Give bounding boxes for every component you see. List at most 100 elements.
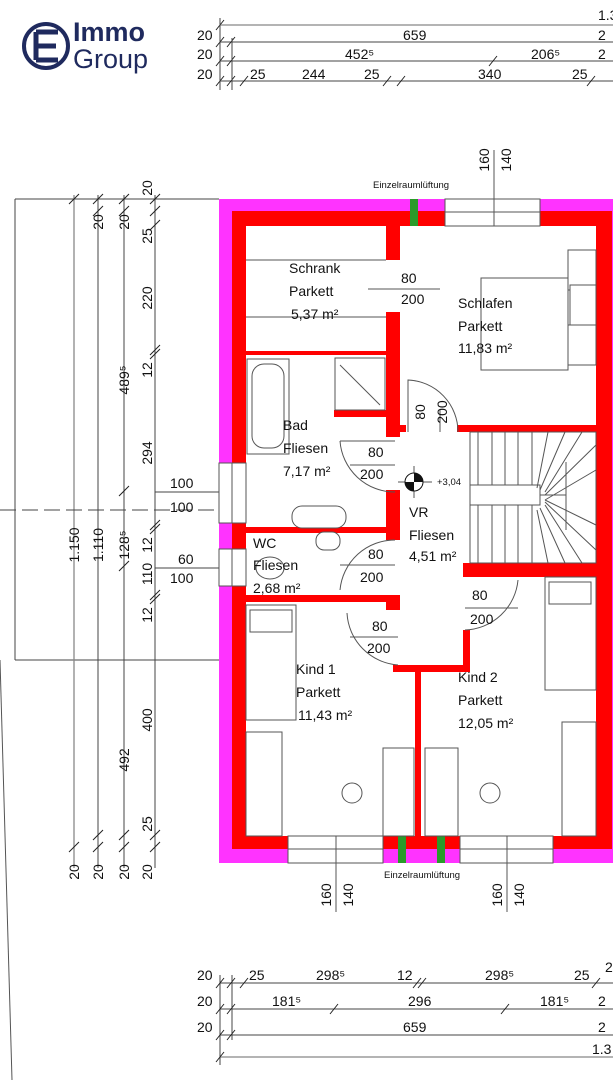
dim-label: 20 [197, 1019, 213, 1035]
room-name: Bad [283, 417, 308, 433]
dim-label: 2 [598, 27, 606, 43]
dim-label: 2 [598, 993, 606, 1009]
door-width: 80 [412, 404, 428, 420]
opening-a: 160 [489, 883, 505, 907]
vent-label-top: Einzelraumlüftung [373, 180, 449, 191]
room-name: Kind 1 [296, 661, 336, 677]
opening-b: 140 [340, 883, 356, 907]
dim-label: 20 [197, 967, 213, 983]
room-kind2: Kind 2 Parkett 12,05 m² [458, 669, 514, 731]
dim-label: 20 [90, 214, 106, 230]
dim-label: 110 [139, 563, 155, 586]
opening-b: 140 [498, 148, 514, 172]
dim-label: 2 [598, 1019, 606, 1035]
room-floor: Fliesen [283, 440, 328, 456]
dim-label: 20 [90, 864, 106, 880]
dim-label: 20 [116, 214, 132, 230]
dim-label: 20 [66, 864, 82, 880]
room-area: 11,83 m² [458, 340, 513, 356]
dim-label: 244 [302, 66, 326, 82]
logo-text-group: Group [73, 44, 148, 74]
room-schlafen: Schlafen Parkett 11,83 m² [458, 295, 513, 356]
dim-label: 206⁵ [531, 46, 560, 62]
opening-height: 100 [170, 499, 194, 515]
dim-label: 294 [139, 441, 155, 465]
dim-label: 25 [249, 967, 265, 983]
room-floor: Parkett [458, 692, 502, 708]
level-marker: +3,04 [398, 466, 461, 498]
dim-label: 492 [116, 748, 132, 772]
dim-label: 20 [116, 864, 132, 880]
room-area: 7,17 m² [283, 463, 331, 479]
dim-label: 452⁵ [345, 46, 374, 62]
level-label: +3,04 [437, 477, 461, 488]
door-height: 200 [470, 611, 494, 627]
dim-label: 12 [139, 607, 155, 623]
room-area: 2,68 m² [253, 580, 301, 596]
vent-icon [410, 199, 418, 226]
dim-label: 20 [197, 27, 213, 43]
opening-b: 140 [511, 883, 527, 907]
door-width: 80 [368, 444, 384, 460]
room-floor: Parkett [458, 318, 502, 334]
dim-label: 220 [139, 286, 155, 310]
dim-label: 659 [403, 27, 427, 43]
dim-label: 25 [572, 66, 588, 82]
dim-label: 400 [139, 708, 155, 732]
door-height: 200 [367, 640, 391, 656]
top-dimensions: 1.3 20 659 2 20 452⁵ 206⁵ 2 20 25 244 25… [197, 7, 613, 90]
dim-bottom-overall: 1.3 [592, 1041, 612, 1057]
dim-label: 2 [605, 959, 613, 975]
dim-label: 20 [139, 180, 155, 196]
company-logo: Immo Group [22, 17, 148, 74]
toilet-icon [255, 556, 285, 580]
chair-icon [341, 782, 363, 804]
room-name: Schrank [289, 260, 341, 276]
logo-text-immo: Immo [73, 17, 145, 47]
desk-icon [424, 747, 459, 837]
desk-icon [382, 747, 415, 837]
room-name: Kind 2 [458, 669, 498, 685]
dim-label: 128⁵ [116, 530, 132, 559]
opening-width: 100 [170, 475, 194, 491]
logo-ring-icon [22, 22, 70, 70]
door-width: 80 [368, 546, 384, 562]
dim-label: 296 [408, 993, 432, 1009]
wardrobe-icon [245, 731, 283, 837]
door-width: 80 [401, 270, 417, 286]
left-dimensions: 1.150 20 20 1.110 20 20 489⁵ 128⁵ 492 20… [0, 180, 613, 1080]
room-area: 4,51 m² [409, 548, 457, 564]
dim-label: 20 [197, 993, 213, 1009]
dim-label: 1.110 [90, 528, 106, 562]
dim-label: 12 [397, 967, 413, 983]
room-bad: Bad Fliesen 7,17 m² [283, 417, 331, 479]
nightstand-icon [567, 249, 597, 291]
room-floor: Parkett [289, 283, 333, 299]
opening-a: 160 [318, 883, 334, 907]
room-area: 11,43 m² [298, 707, 353, 723]
sink-icon [315, 531, 341, 551]
dim-label: 25 [139, 228, 155, 244]
furniture [245, 249, 597, 837]
dim-top-overall: 1.3 [598, 7, 613, 23]
room-floor: Fliesen [409, 527, 454, 543]
vent-label-bottom: Einzelraumlüftung [384, 870, 460, 881]
dim-label: 25 [250, 66, 266, 82]
door-swings [339, 288, 519, 666]
dim-label: 181⁵ [272, 993, 301, 1009]
room-name: VR [409, 504, 428, 520]
logo-e-icon [33, 29, 58, 63]
room-area: 5,37 m² [291, 306, 339, 322]
dim-label: 489⁵ [116, 365, 132, 394]
dim-label: 2 [598, 46, 606, 62]
dim-label: 12 [139, 362, 155, 378]
door-labels: 80 200 80 200 80 200 80 200 80 200 80 20… [360, 270, 494, 656]
dim-label: 181⁵ [540, 993, 569, 1009]
room-wc: WC Fliesen 2,68 m² [253, 535, 301, 596]
dim-label: 20 [197, 46, 213, 62]
nightstand-icon [567, 324, 597, 366]
dim-label: 25 [364, 66, 380, 82]
door-width: 80 [472, 587, 488, 603]
room-schrank: Schrank Parkett 5,37 m² [289, 260, 341, 322]
dim-label: 25 [574, 967, 590, 983]
